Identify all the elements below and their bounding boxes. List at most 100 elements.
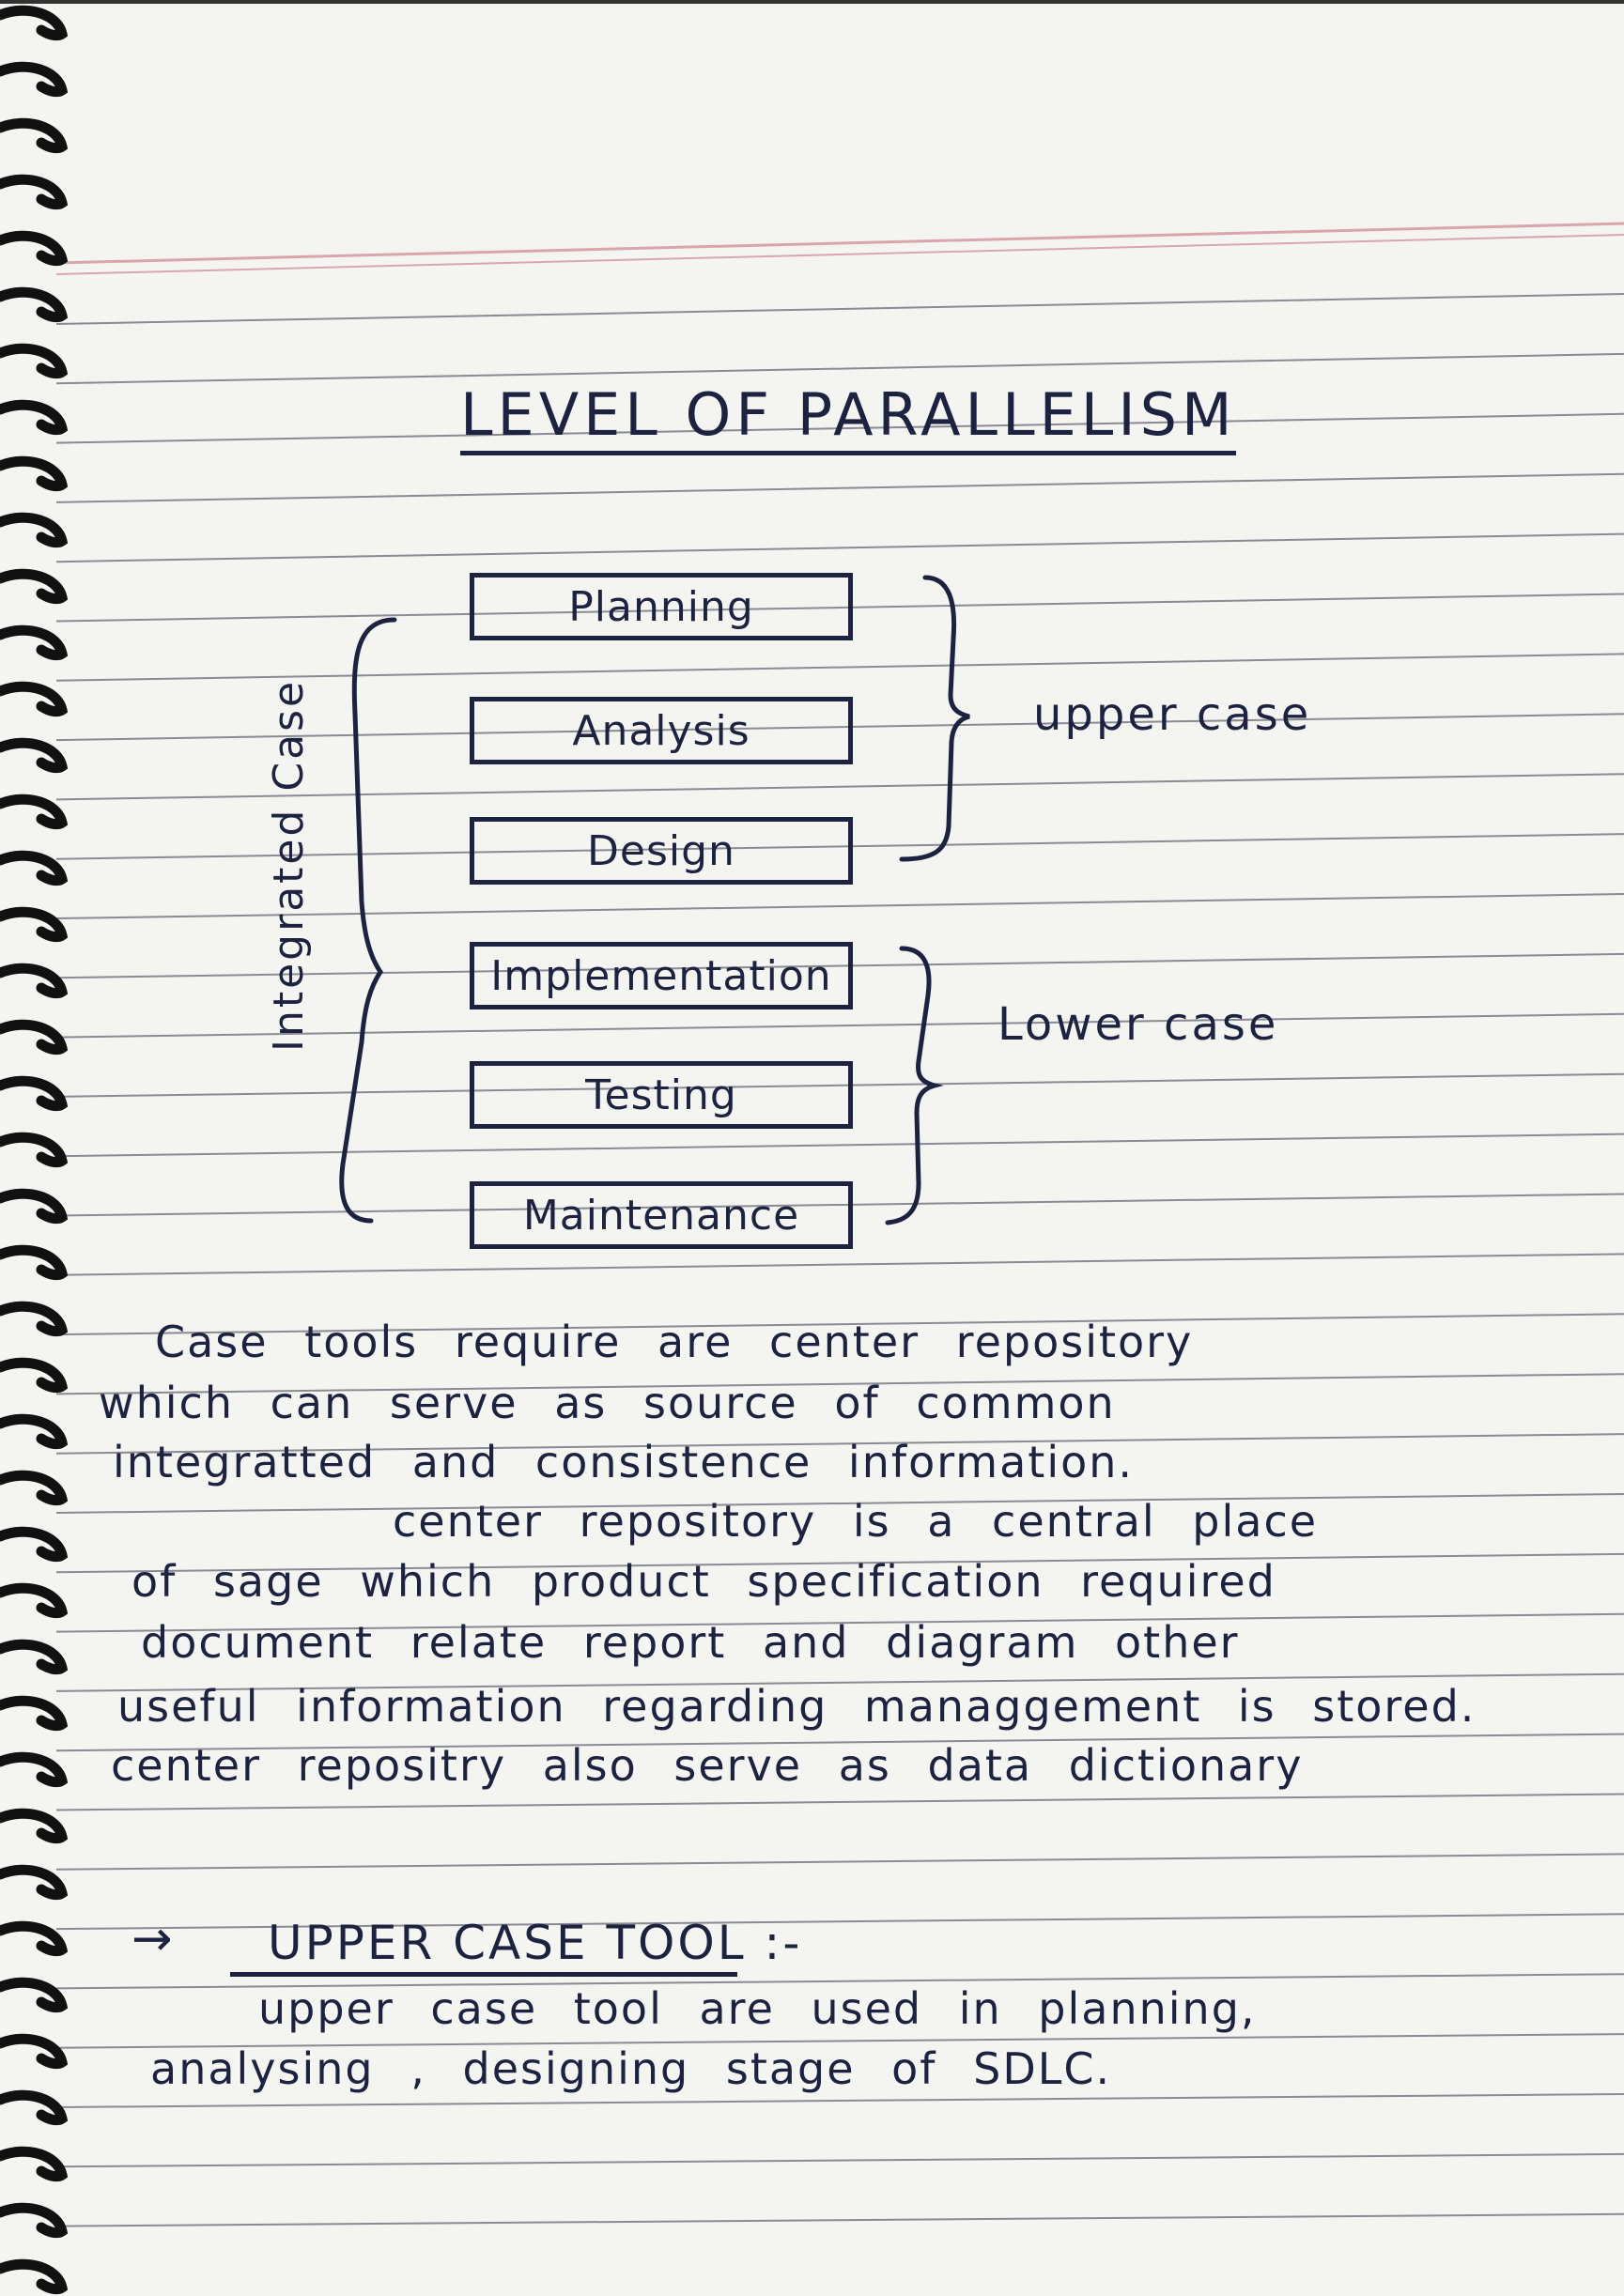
ruled-line xyxy=(55,1193,1624,1217)
ruled-line xyxy=(55,352,1624,385)
ruled-line xyxy=(55,2033,1624,2049)
stage-box-analysis: Analysis xyxy=(470,697,853,764)
page-title: LEVEL OF PARALLELISM xyxy=(460,380,1237,455)
stage-box-testing: Testing xyxy=(470,1061,853,1129)
spiral-coil xyxy=(0,174,69,210)
spiral-coil xyxy=(0,2202,69,2239)
spiral-coil xyxy=(0,2258,69,2295)
integrated-case-brace xyxy=(339,617,397,1224)
section-body-line: upper case tool are used in planning, xyxy=(258,1983,1257,2034)
spiral-coil xyxy=(0,5,69,41)
spiral-coil xyxy=(0,343,69,379)
spiral-coil xyxy=(0,1977,69,2013)
header-margin-line xyxy=(55,222,1624,265)
spiral-coil xyxy=(0,1695,69,1732)
ruled-line xyxy=(55,1253,1624,1276)
spiral-coil xyxy=(0,1582,69,1619)
header-margin-line xyxy=(55,234,1624,275)
section-heading: UPPER CASE TOOL :- xyxy=(268,1916,803,1970)
spiral-coil xyxy=(0,1639,69,1675)
upper-case-brace xyxy=(899,575,970,862)
ruled-line xyxy=(55,2152,1624,2168)
spiral-coil xyxy=(0,1132,69,1168)
paragraph-line: center repository is a central place xyxy=(393,1496,1319,1547)
spiral-coil xyxy=(0,737,69,774)
spiral-coil xyxy=(0,117,69,154)
spiral-coil xyxy=(0,61,69,98)
spiral-coil xyxy=(0,1864,69,1901)
ruled-line xyxy=(55,1672,1624,1692)
spiral-coil xyxy=(0,1075,69,1112)
ruled-line xyxy=(55,1133,1624,1158)
paragraph-line: of sage which product specification requ… xyxy=(131,1556,1276,1607)
ruled-line xyxy=(55,2093,1624,2108)
spiral-coil xyxy=(0,624,69,661)
spiral-coil xyxy=(0,1526,69,1563)
ruled-line xyxy=(55,1373,1624,1395)
ruled-line xyxy=(55,893,1624,919)
spiral-coil xyxy=(0,1751,69,1788)
paragraph-line: Case tools require are center repository xyxy=(155,1317,1194,1367)
spiral-coil xyxy=(0,906,69,943)
ruled-line xyxy=(55,1793,1624,1811)
ruled-line xyxy=(55,1853,1624,1871)
ruled-line xyxy=(55,1072,1624,1098)
ruled-line xyxy=(55,1612,1624,1633)
spiral-coil xyxy=(0,794,69,830)
ruled-line xyxy=(55,1313,1624,1336)
spiral-coil xyxy=(0,1920,69,1957)
spiral-coil xyxy=(0,455,69,492)
upper-case-label: upper case xyxy=(1033,688,1312,741)
paragraph-line: document relate report and diagram other xyxy=(141,1617,1240,1668)
lower-case-brace xyxy=(885,946,944,1225)
ruled-line xyxy=(55,412,1624,444)
spiral-coil xyxy=(0,1019,69,1056)
ruled-line xyxy=(55,1552,1624,1574)
spiral-coil xyxy=(0,1188,69,1225)
spiral-coil xyxy=(0,568,69,605)
spiral-coil xyxy=(0,850,69,886)
ruled-line xyxy=(55,1493,1624,1514)
paragraph-line: integratted and consistence information. xyxy=(113,1437,1135,1487)
spiral-coil xyxy=(0,2146,69,2182)
ruled-line xyxy=(55,1012,1624,1039)
stage-box-planning: Planning xyxy=(470,573,853,640)
paragraph-line: center repositry also serve as data dict… xyxy=(111,1740,1304,1791)
arrow-icon: → xyxy=(131,1911,173,1967)
spiral-coil xyxy=(0,512,69,548)
spiral-coil xyxy=(0,2089,69,2126)
paragraph-line: which can serve as source of common xyxy=(99,1378,1116,1428)
ruled-line xyxy=(55,593,1624,623)
ruled-line xyxy=(55,1913,1624,1931)
ruled-line xyxy=(55,532,1624,563)
ruled-line xyxy=(55,952,1624,979)
spiral-coil xyxy=(0,1357,69,1394)
paragraph-line: useful information regarding managgement… xyxy=(117,1681,1477,1732)
stage-box-implementation: Implementation xyxy=(470,942,853,1009)
spiral-coil xyxy=(0,230,69,267)
ruled-line xyxy=(55,653,1624,682)
ruled-line xyxy=(55,773,1624,801)
ruled-line xyxy=(55,1733,1624,1752)
spiral-coil xyxy=(0,286,69,323)
section-body-line: analysing , designing stage of SDLC. xyxy=(150,2043,1112,2094)
spiral-coil xyxy=(0,2033,69,2070)
stage-box-design: Design xyxy=(470,817,853,885)
spiral-coil xyxy=(0,399,69,436)
lower-case-label: Lower case xyxy=(998,998,1279,1051)
spiral-coil xyxy=(0,1244,69,1281)
ruled-line xyxy=(55,1433,1624,1455)
integrated-case-label: Integrated Case xyxy=(265,678,313,1052)
ruled-line xyxy=(55,713,1624,742)
ruled-line xyxy=(55,833,1624,860)
stage-box-maintenance: Maintenance xyxy=(470,1181,853,1249)
spiral-coil xyxy=(0,1470,69,1506)
spiral-coil xyxy=(0,1413,69,1450)
ruled-line xyxy=(55,2212,1624,2227)
spiral-coil xyxy=(0,1808,69,1844)
ruled-line xyxy=(55,472,1624,503)
heading-underline xyxy=(230,1972,737,1977)
